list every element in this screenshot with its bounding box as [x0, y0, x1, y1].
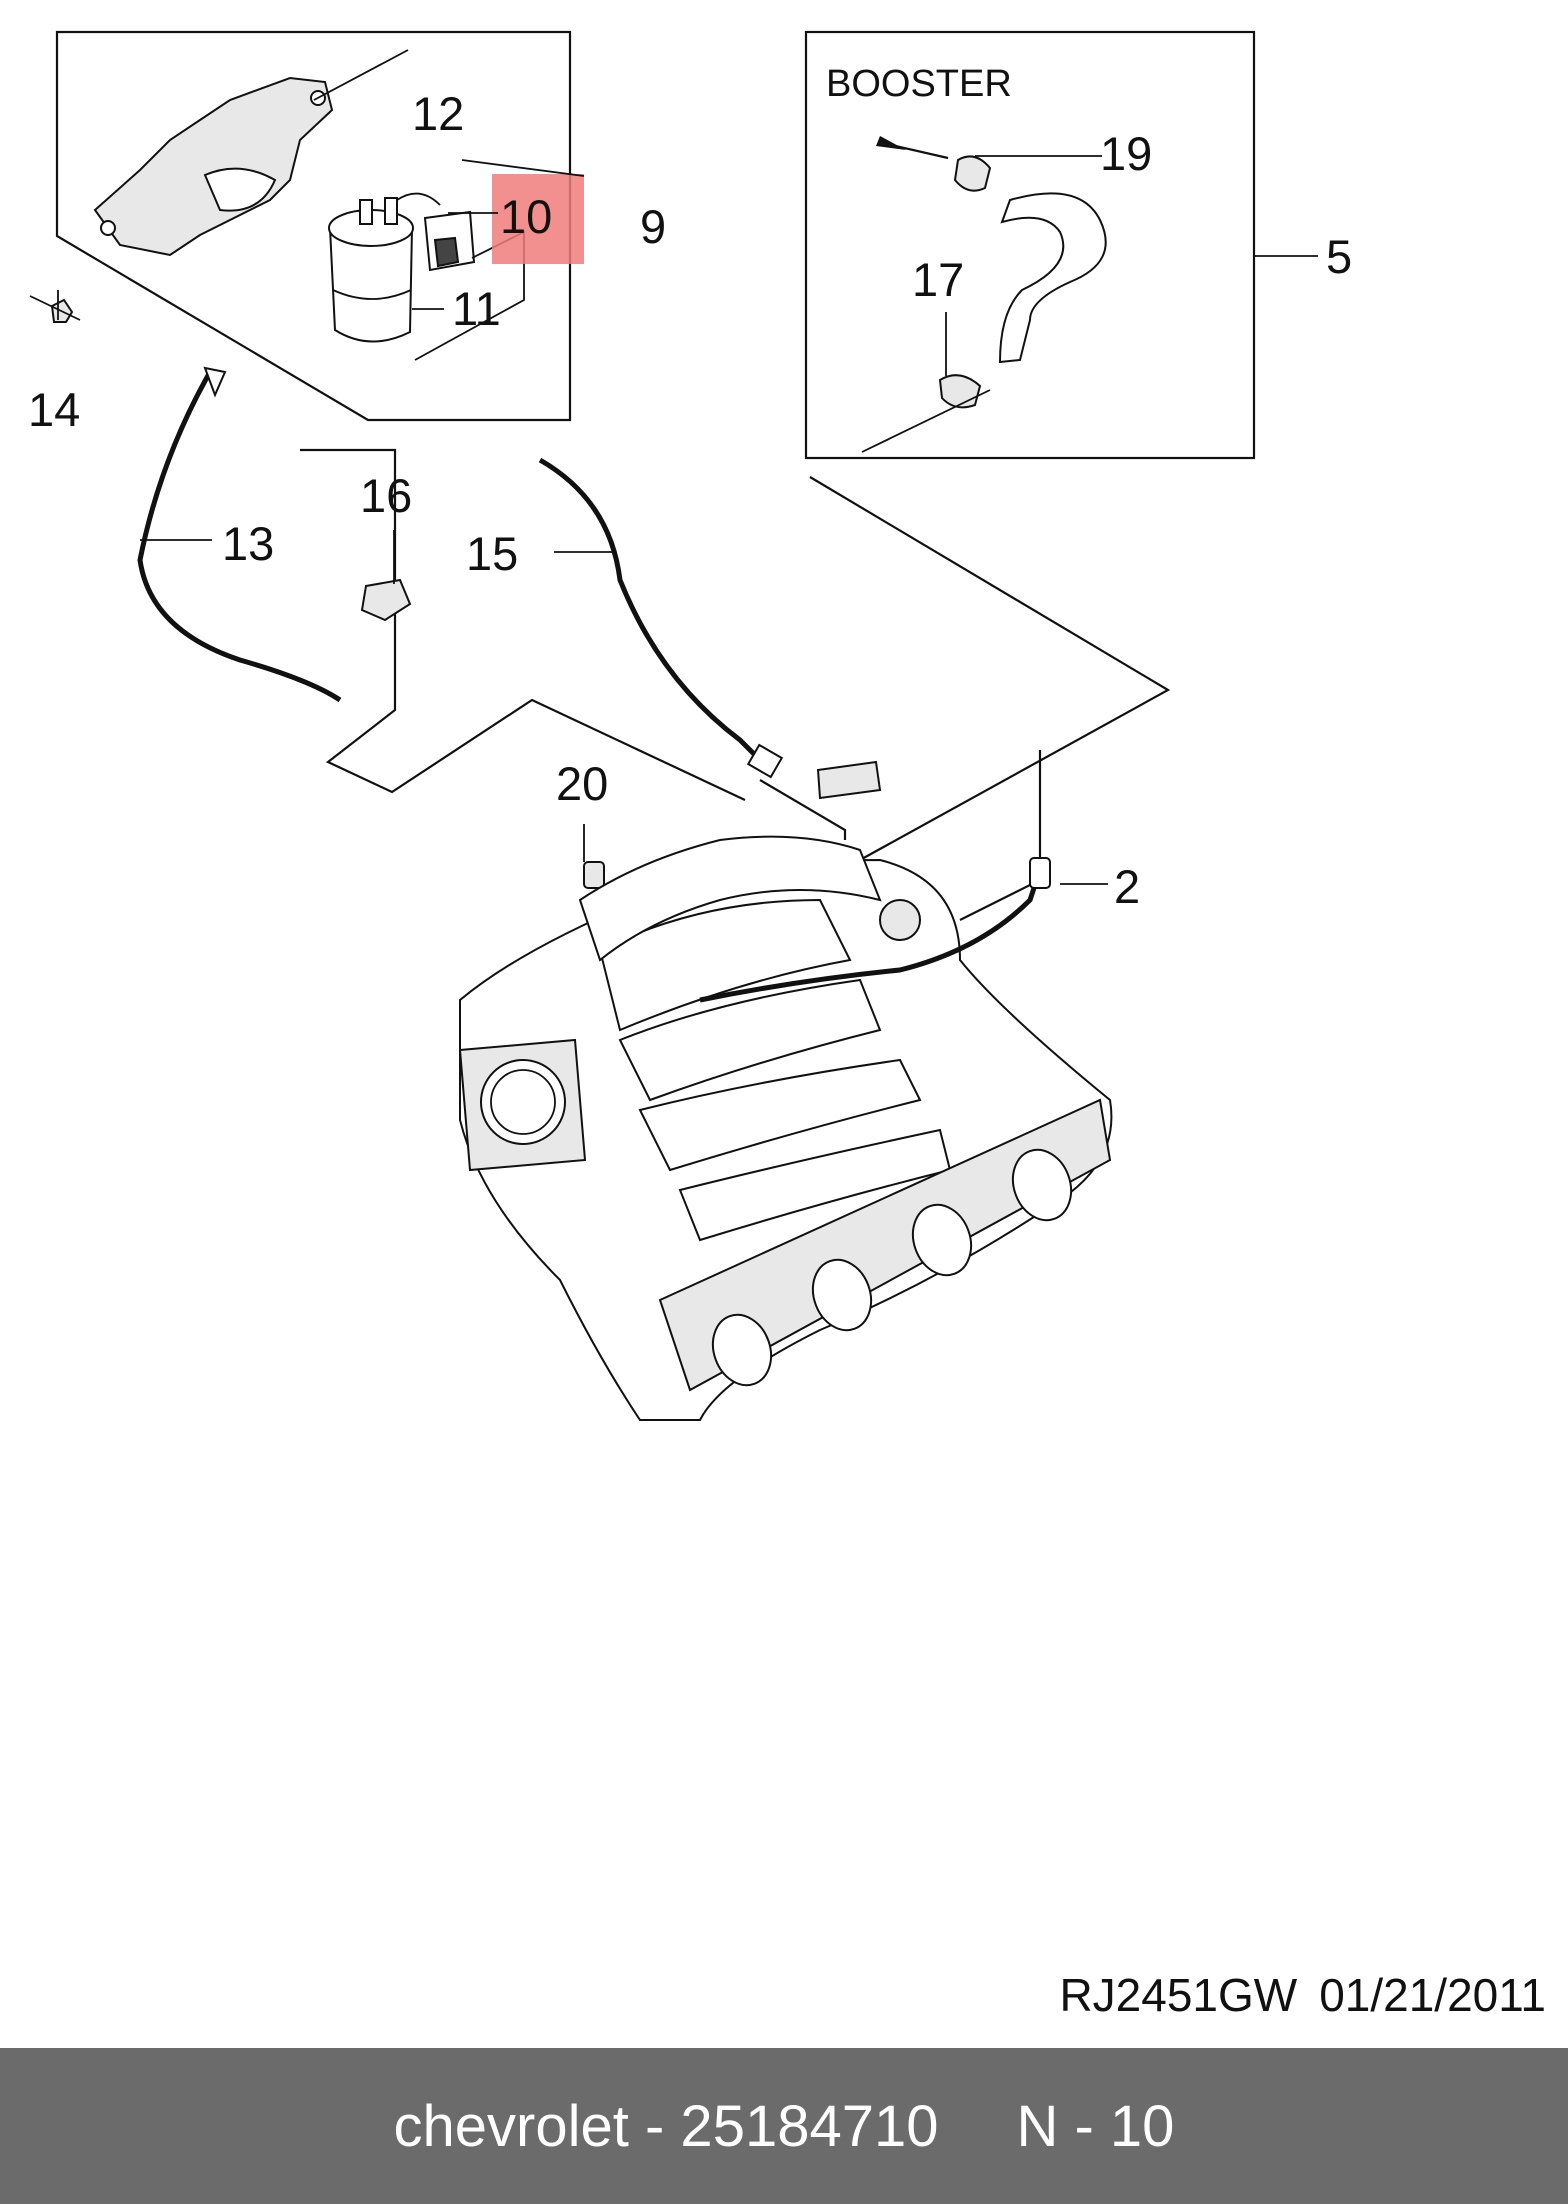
callout-2: 2: [1114, 860, 1140, 913]
callout-14: 14: [28, 383, 80, 436]
clip-16: [360, 578, 412, 622]
highlight-part-10: [492, 174, 584, 264]
callout-16: 16: [360, 469, 412, 522]
leader-lines: [57, 49, 1318, 885]
intake-manifold: [458, 835, 1113, 1421]
footer-position: N - 10: [1016, 2093, 1175, 2159]
callout-19: 19: [1100, 127, 1152, 180]
hose-clamp-lower: [938, 374, 982, 409]
drawing-code: RJ2451GW: [1059, 1969, 1298, 2021]
callout-20: 20: [556, 757, 608, 810]
booster-label: BOOSTER: [826, 63, 1012, 105]
callout-10: 10: [500, 190, 552, 243]
purge-solenoid: [396, 192, 476, 272]
plug-20: [583, 861, 605, 889]
canister-bracket: [93, 76, 334, 257]
callout-15: 15: [466, 527, 518, 580]
footer-bar: chevrolet - 25184710 N - 10: [0, 2048, 1568, 2204]
drawing-date: 01/21/2011: [1319, 1969, 1546, 2021]
callout-9: 9: [640, 200, 666, 253]
hose-clamp-upper: [953, 155, 992, 192]
canister-inset: [55, 30, 572, 422]
callout-13: 13: [222, 517, 274, 570]
callout-17: 17: [912, 253, 964, 306]
connector-sensor: [816, 760, 882, 800]
callout-5: 5: [1326, 230, 1352, 283]
canister: [328, 197, 414, 343]
parts-diagram: 12 10 9 11 14 13 16 15 20 2 5 19 17 BOOS…: [28, 30, 1352, 1421]
callout-12: 12: [412, 87, 464, 140]
booster-hose: [998, 192, 1107, 364]
vacuum-hose-13: [137, 370, 342, 703]
drawing-reference: RJ2451GW 01/21/2011: [1059, 1968, 1546, 2022]
callout-11: 11: [452, 282, 501, 335]
vacuum-hose-15: [538, 457, 772, 772]
footer-product: chevrolet - 25184710: [393, 2093, 939, 2159]
booster-inset: [804, 30, 1256, 460]
